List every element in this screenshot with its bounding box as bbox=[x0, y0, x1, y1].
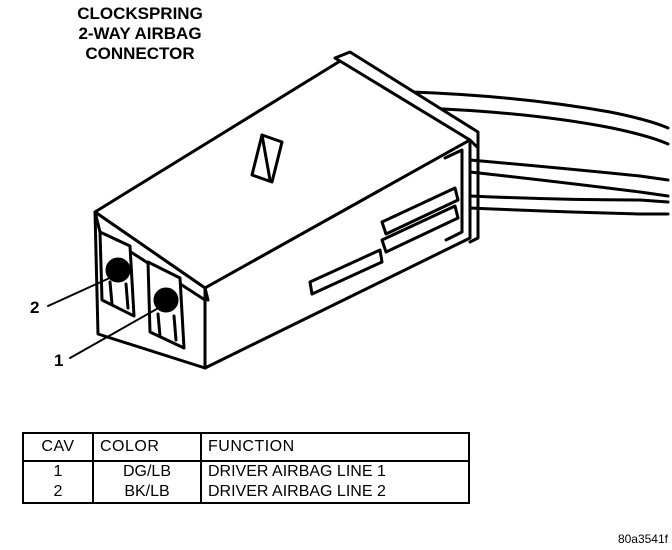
color-cell: BK/LB bbox=[124, 483, 170, 500]
callout-pin-2: 2 bbox=[30, 298, 40, 317]
figure-id: 80a3541f bbox=[617, 532, 668, 546]
title-line-3: CONNECTOR bbox=[85, 44, 195, 63]
function-values: DRIVER AIRBAG LINE 1 DRIVER AIRBAG LINE … bbox=[200, 460, 470, 504]
diagram-title: CLOCKSPRING 2-WAY AIRBAG CONNECTOR bbox=[30, 4, 250, 64]
color-cell: DG/LB bbox=[122, 463, 171, 480]
callout-pin-1: 1 bbox=[54, 351, 64, 370]
terminal-cavity-1 bbox=[146, 260, 186, 350]
header-cav: CAV bbox=[22, 432, 94, 462]
header-function: FUNCTION bbox=[200, 432, 470, 462]
leader-line-2 bbox=[47, 275, 115, 307]
cav-cell: 2 bbox=[53, 483, 63, 500]
color-values: DG/LB BK/LB bbox=[92, 460, 202, 504]
title-line-1: CLOCKSPRING bbox=[77, 4, 203, 23]
wire-bundle bbox=[410, 90, 670, 216]
header-color: COLOR bbox=[92, 432, 202, 462]
function-cell: DRIVER AIRBAG LINE 2 bbox=[208, 483, 386, 500]
cav-values: 1 2 bbox=[22, 460, 94, 504]
cav-cell: 1 bbox=[53, 463, 63, 480]
leader-line-1 bbox=[69, 305, 163, 359]
table-header-row: CAV COLOR FUNCTION bbox=[22, 432, 470, 462]
cavity-table: CAV COLOR FUNCTION 1 2 DG/LB BK/LB DRIVE… bbox=[22, 432, 470, 504]
title-line-2: 2-WAY AIRBAG bbox=[78, 24, 202, 43]
terminal-cavity-2 bbox=[98, 230, 136, 318]
function-cell: DRIVER AIRBAG LINE 1 bbox=[208, 463, 386, 480]
table-row: 1 2 DG/LB BK/LB DRIVER AIRBAG LINE 1 DRI… bbox=[22, 460, 470, 504]
